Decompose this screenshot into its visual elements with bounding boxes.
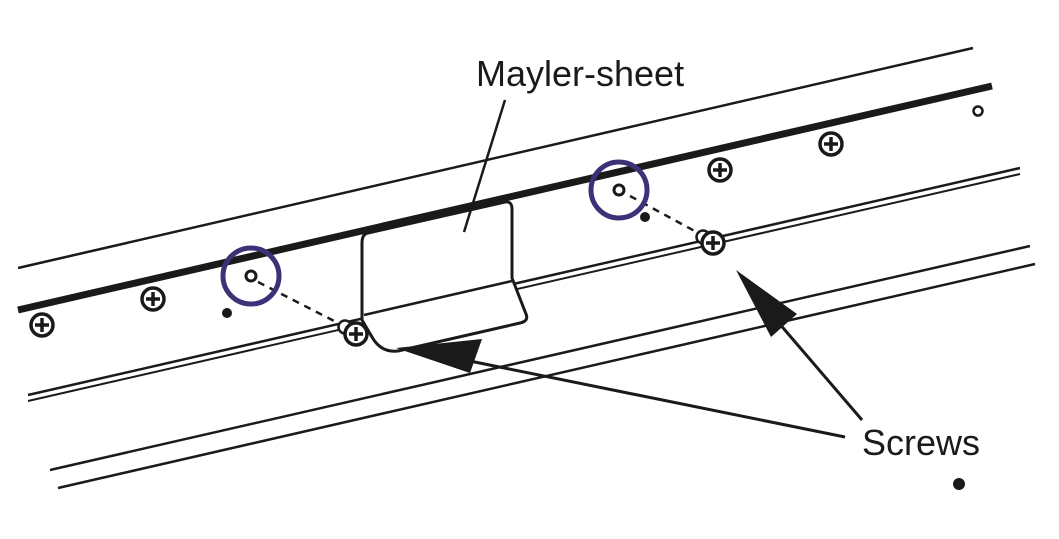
screw-icon — [29, 312, 55, 338]
arrowhead-right — [736, 270, 797, 337]
mayler-sheet-label: Mayler-sheet — [476, 53, 684, 94]
middle-rail-edge-2 — [27, 173, 1021, 402]
highlighted-screws — [220, 159, 650, 307]
left-alignment-line — [257, 280, 343, 327]
highlight-circle — [588, 159, 650, 221]
screw-hole-icon — [953, 478, 965, 490]
screw-hole-icon — [222, 308, 232, 318]
screw-hole-icon — [640, 212, 650, 222]
screws-label: Screws — [862, 422, 980, 463]
screw-hole-icon — [244, 269, 258, 283]
thick-rail-edge — [17, 82, 993, 314]
arrow-to-right-screw — [776, 321, 864, 421]
mayler-sheet-leader — [462, 99, 507, 233]
screw-icon — [707, 157, 733, 183]
arrowhead-left — [396, 339, 482, 373]
middle-rail-edge-1 — [27, 166, 1021, 397]
screw-icon — [343, 321, 369, 347]
screw-icon — [818, 131, 844, 157]
screws-arrows — [396, 270, 864, 439]
highlight-circle — [220, 245, 282, 307]
lower-rail-edge-1 — [49, 244, 1031, 472]
screw-icon — [140, 286, 166, 312]
holes — [222, 105, 984, 490]
mayler-sheet-fold — [363, 279, 513, 317]
middle-rail-screws — [337, 229, 726, 347]
arrow-to-sheet-screw — [454, 356, 846, 439]
screw-hole-icon — [972, 105, 984, 117]
screw-icon — [700, 230, 726, 256]
top-rail-edge — [17, 46, 974, 270]
screw-hole-icon — [612, 183, 626, 197]
mayler-sheet — [360, 200, 529, 353]
